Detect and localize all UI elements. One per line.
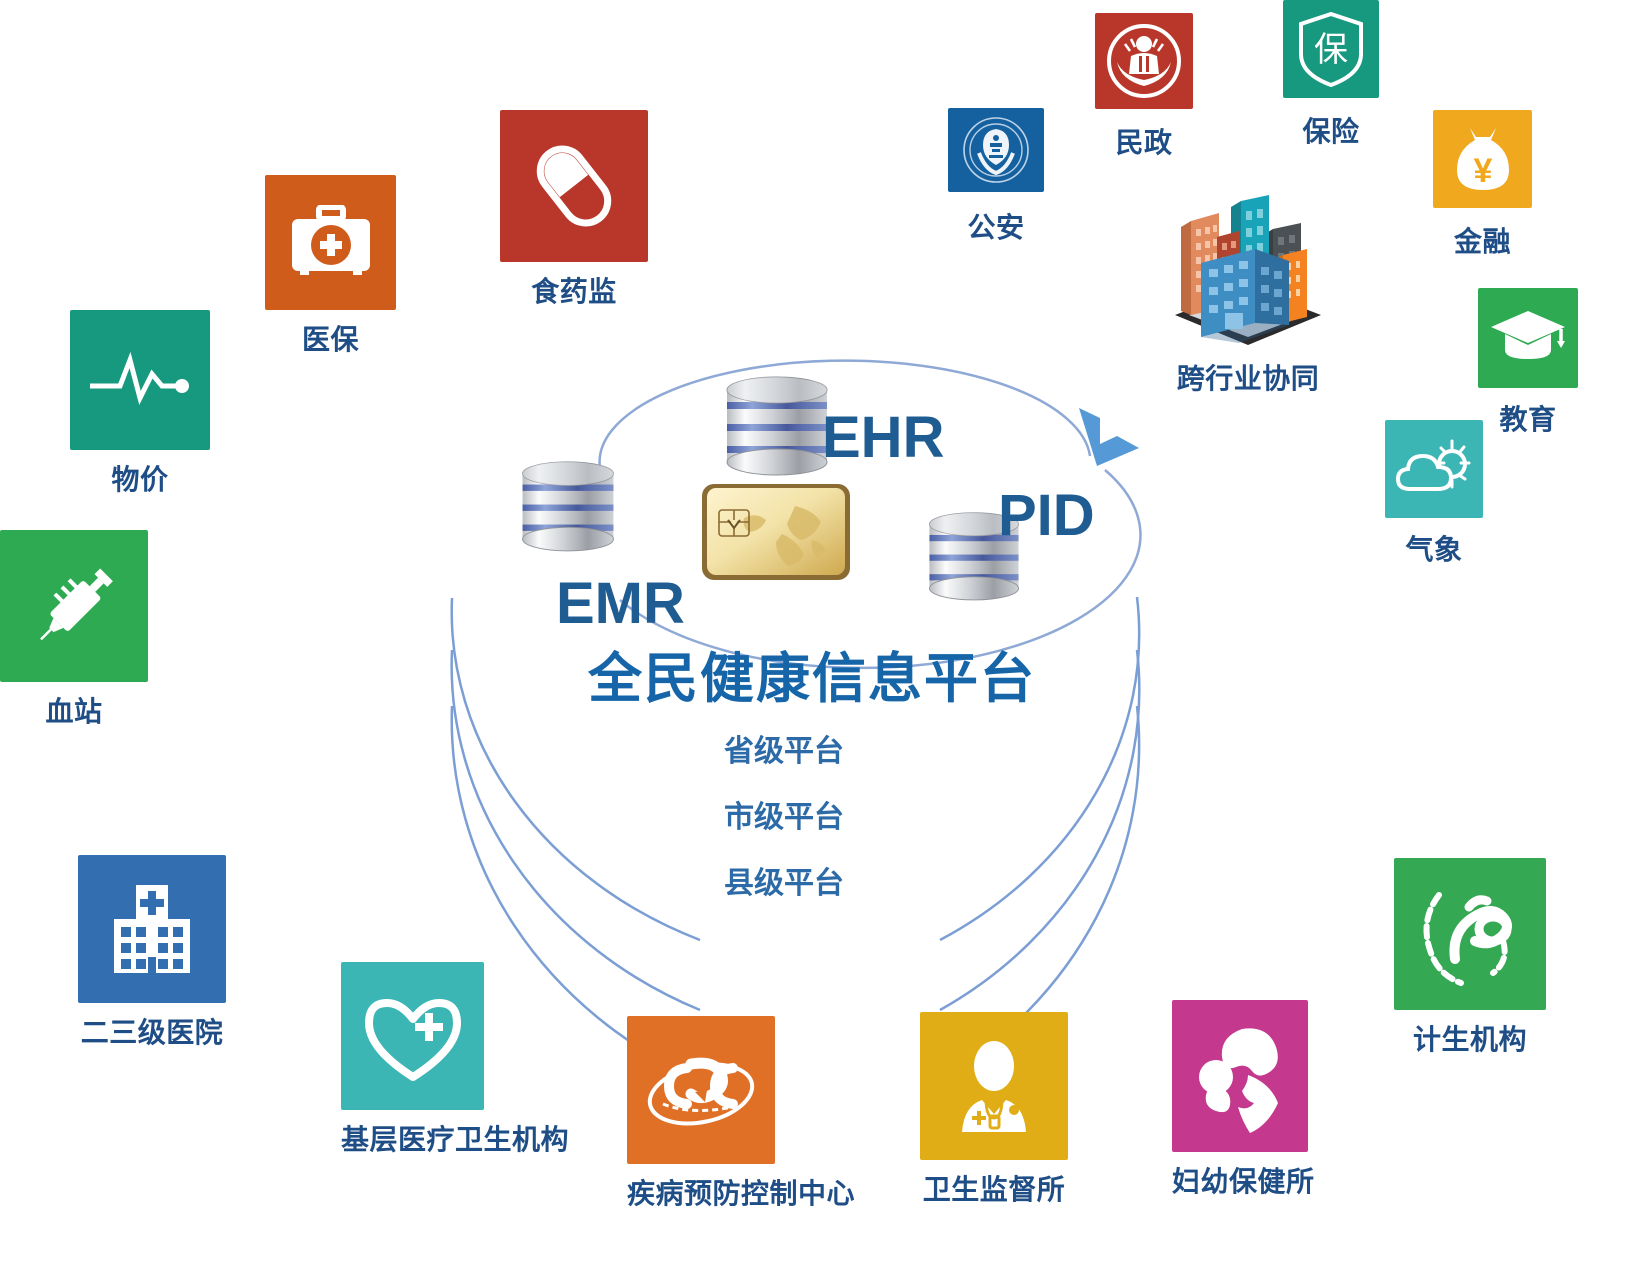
node-minzheng-label: 民政 <box>1115 127 1173 158</box>
database-emr-icon <box>518 455 618 560</box>
node-xuezhan[interactable]: 血站 <box>0 530 148 730</box>
svg-text:保: 保 <box>1314 31 1348 69</box>
syringe-icon <box>0 530 148 682</box>
node-jiaoyu-label: 教育 <box>1499 404 1557 435</box>
node-shiyaojian-label: 食药监 <box>531 276 617 307</box>
node-qixiang-label: 气象 <box>1405 534 1463 565</box>
emr-label: EMR <box>556 571 685 636</box>
tier-city-label: 市级平台 <box>714 792 854 836</box>
svg-text:¥: ¥ <box>1473 152 1492 190</box>
node-qixiang[interactable]: 气象 <box>1385 420 1483 568</box>
node-yibao-label: 医保 <box>301 324 359 355</box>
doctor-person-icon <box>920 1012 1068 1160</box>
tier-province-label: 省级平台 <box>714 726 854 770</box>
node-fuyou-label: 妇幼保健所 <box>1172 1166 1315 1197</box>
money-bag-yuan-icon: ¥ <box>1433 110 1532 208</box>
node-hospital[interactable]: 二三级医院 <box>78 855 226 1051</box>
node-hospital-label: 二三级医院 <box>80 1017 224 1048</box>
node-yibao[interactable]: 医保 <box>265 175 396 358</box>
node-kuahangye[interactable]: 跨行业协同 <box>1155 183 1341 397</box>
node-wujia[interactable]: 物价 <box>70 310 210 498</box>
tier-county-label: 县级平台 <box>714 858 854 902</box>
node-cdc-label: 疾病预防控制中心 <box>627 1178 856 1209</box>
node-cdc[interactable]: 疾病预防控制中心 <box>627 1016 856 1212</box>
node-minzheng[interactable]: 民政 <box>1095 13 1193 161</box>
capsule-pill-icon <box>500 110 648 262</box>
node-jinrong[interactable]: ¥ 金融 <box>1433 110 1532 260</box>
blue-check-arrow-icon <box>1073 404 1143 475</box>
civil-affairs-icon <box>1095 13 1193 109</box>
node-jishengjg-label: 计生机构 <box>1412 1024 1527 1055</box>
family-planning-icon <box>1394 858 1546 1010</box>
heart-plus-icon <box>341 962 484 1110</box>
pid-label: PID <box>998 483 1095 548</box>
node-weijiandu-label: 卫生监督所 <box>922 1174 1066 1205</box>
database-ehr-icon <box>722 372 832 482</box>
smart-card-icon <box>700 482 852 587</box>
node-jinrong-label: 金融 <box>1453 226 1511 257</box>
node-xuezhan-label: 血站 <box>45 696 103 727</box>
node-wujia-label: 物价 <box>111 464 169 495</box>
database-pid-icon <box>925 505 1023 610</box>
ehr-label: EHR <box>822 405 945 470</box>
shield-bao-icon: 保 <box>1283 0 1379 98</box>
cdc-logo-icon <box>627 1016 775 1164</box>
hospital-building-icon <box>78 855 226 1003</box>
node-shiyaojian[interactable]: 食药监 <box>500 110 648 310</box>
node-jiceng-label: 基层医疗卫生机构 <box>341 1124 570 1155</box>
node-kuahangye-label: 跨行业协同 <box>1176 363 1320 394</box>
node-baoxian-label: 保险 <box>1302 116 1360 147</box>
node-weijiandu[interactable]: 卫生监督所 <box>920 1012 1068 1208</box>
node-gongan[interactable]: 公安 <box>948 108 1044 246</box>
node-fuyou[interactable]: 妇幼保健所 <box>1172 1000 1315 1200</box>
node-jiceng[interactable]: 基层医疗卫生机构 <box>341 962 570 1158</box>
medical-kit-icon <box>265 175 396 310</box>
mother-child-icon <box>1172 1000 1308 1152</box>
node-baoxian[interactable]: 保 保险 <box>1283 0 1379 150</box>
sun-cloud-icon <box>1385 420 1483 518</box>
node-jiaoyu[interactable]: 教育 <box>1478 288 1578 438</box>
page-title: 全民健康信息平台 <box>588 649 1036 709</box>
node-gongan-label: 公安 <box>967 212 1025 243</box>
ecg-line-icon <box>70 310 210 450</box>
police-badge-icon <box>948 108 1044 192</box>
node-jishengjg[interactable]: 计生机构 <box>1394 858 1546 1058</box>
graduation-cap-icon <box>1478 288 1578 388</box>
city-buildings-icon <box>1155 183 1341 355</box>
